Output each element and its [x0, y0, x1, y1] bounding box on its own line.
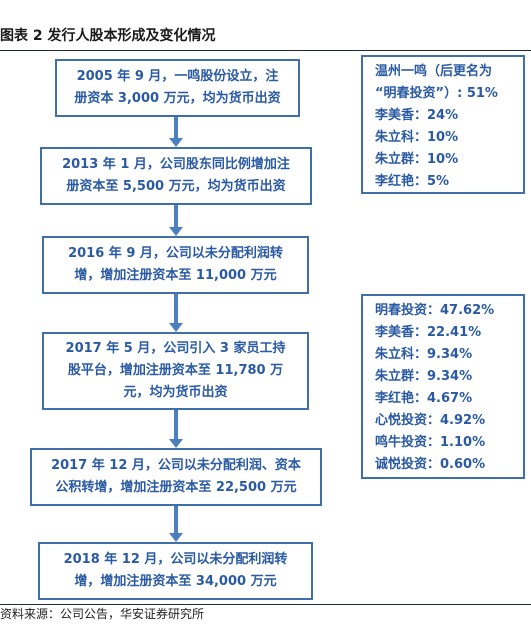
shareholder-line: 温州一鸣（后更名为	[375, 64, 493, 79]
shareholder-line: 李美香：22.41%	[375, 325, 482, 340]
shareholders-2017-box: 明春投资：47.62% 李美香：22.41% 朱立科：9.34% 朱立群：9.3…	[361, 294, 525, 479]
shareholder-line: 鸣牛投资：1.10%	[375, 435, 486, 450]
stage-box-2005: 2005 年 9 月，一鸣股份设立，注 册资本 3,000 万元，均为货币出资	[55, 59, 300, 117]
arrow-down	[169, 294, 183, 332]
source-divider	[0, 604, 531, 605]
stage-line: 公积转增，增加注册资本至 22,500 万元	[55, 480, 297, 495]
shareholder-line: 李红艳：4.67%	[375, 391, 473, 406]
arrow-down	[169, 410, 183, 448]
arrow-down	[169, 506, 183, 542]
stage-line: 增，增加注册资本至 34,000 万元	[74, 574, 277, 589]
stage-line: 2016 年 9 月，公司以未分配利润转	[68, 246, 283, 261]
shareholder-line: 朱立群：10%	[375, 152, 459, 167]
shareholder-line: 朱立群：9.34%	[375, 369, 473, 384]
shareholder-line: 李美香：24%	[375, 108, 459, 123]
shareholder-line: 明春投资：47.62%	[375, 303, 495, 318]
arrow-down	[169, 117, 183, 147]
title-divider	[0, 50, 531, 51]
stage-line: 增，增加注册资本至 11,000 万元	[74, 268, 277, 283]
shareholder-line: “明春投资”）: 51%	[375, 86, 498, 101]
arrow-down	[169, 205, 183, 236]
stage-box-2013: 2013 年 1 月，公司股东同比例增加注 册资本至 5,500 万元，均为货币…	[40, 147, 312, 205]
stage-box-2017-12: 2017 年 12 月，公司以未分配利润、资本 公积转增，增加注册资本至 22,…	[30, 448, 322, 506]
stage-line: 元，均为货币出资	[123, 385, 228, 400]
shareholder-line: 诚悦投资：0.60%	[375, 457, 486, 472]
shareholders-2005-box: 温州一鸣（后更名为 “明春投资”）: 51% 李美香：24% 朱立科：10% 朱…	[361, 55, 525, 194]
stage-line: 2005 年 9 月，一鸣股份设立，注	[76, 69, 279, 84]
shareholder-line: 朱立科：9.34%	[375, 347, 473, 362]
stage-line: 册资本 3,000 万元，均为货币出资	[74, 91, 281, 106]
stage-line: 2013 年 1 月，公司股东同比例增加注	[62, 157, 290, 172]
stage-line: 2017 年 5 月，公司引入 3 家员工持	[65, 341, 286, 356]
figure-title: 图表 2 发行人股本形成及变化情况	[0, 28, 216, 44]
stage-box-2016: 2016 年 9 月，公司以未分配利润转 增，增加注册资本至 11,000 万元	[42, 236, 309, 294]
stage-line: 2018 年 12 月，公司以未分配利润转	[63, 552, 288, 567]
source-note: 资料来源：公司公告，华安证券研究所	[0, 607, 205, 621]
stage-line: 册资本至 5,500 万元，均为货币出资	[66, 179, 286, 194]
stage-box-2017-05: 2017 年 5 月，公司引入 3 家员工持 股平台，增加注册资本至 11,78…	[42, 332, 309, 410]
stage-line: 股平台，增加注册资本至 11,780 万	[67, 363, 284, 378]
shareholder-line: 朱立科：10%	[375, 130, 459, 145]
shareholder-line: 李红艳：5%	[375, 174, 450, 189]
stage-box-2018: 2018 年 12 月，公司以未分配利润转 增，增加注册资本至 34,000 万…	[38, 542, 313, 600]
shareholder-line: 心悦投资：4.92%	[375, 413, 486, 428]
stage-line: 2017 年 12 月，公司以未分配利润、资本	[51, 458, 301, 473]
